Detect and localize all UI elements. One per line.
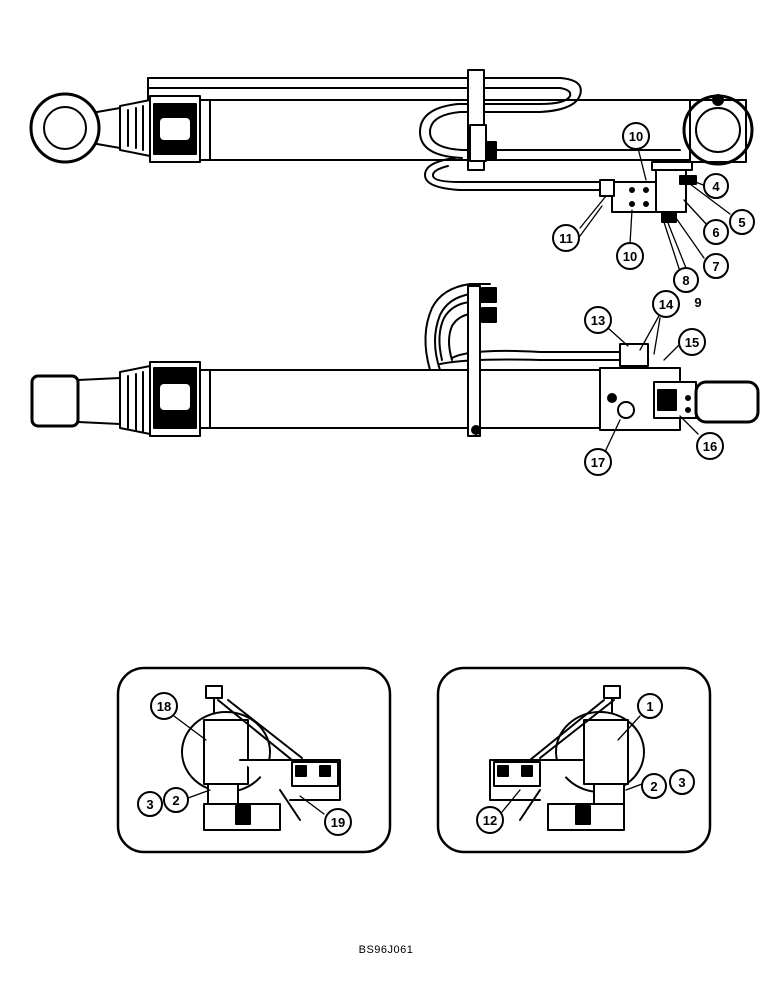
callout-3-left: 3 <box>137 791 163 817</box>
callout-7: 7 <box>703 253 729 279</box>
callout-9: 9 <box>687 291 709 313</box>
detail-view-left <box>116 666 392 854</box>
svg-text:3: 3 <box>146 797 153 812</box>
svg-text:18: 18 <box>157 699 171 714</box>
callout-13: 13 <box>584 306 612 334</box>
lower-cylinder-assembly <box>30 283 760 437</box>
callout-8: 8 <box>673 267 699 293</box>
detail-view-right <box>436 666 712 854</box>
callout-10-bottom: 10 <box>616 242 644 270</box>
callout-12: 12 <box>476 806 504 834</box>
callout-3-right: 3 <box>669 769 695 795</box>
callout-15: 15 <box>678 328 706 356</box>
svg-text:6: 6 <box>712 225 719 240</box>
callouts: 10 4 5 6 7 8 9 10 11 13 14 15 16 17 18 3… <box>137 122 755 836</box>
svg-text:4: 4 <box>712 179 720 194</box>
svg-text:5: 5 <box>738 215 745 230</box>
svg-text:9: 9 <box>694 295 701 310</box>
svg-text:16: 16 <box>703 439 717 454</box>
callout-2-right: 2 <box>641 773 667 799</box>
callout-19: 19 <box>324 808 352 836</box>
callout-16: 16 <box>696 432 724 460</box>
callout-11: 11 <box>552 224 580 252</box>
upper-cylinder-assembly <box>29 69 754 223</box>
svg-text:2: 2 <box>650 779 657 794</box>
callout-17: 17 <box>584 448 612 476</box>
callout-10-top: 10 <box>622 122 650 150</box>
svg-text:12: 12 <box>483 813 497 828</box>
svg-text:1: 1 <box>646 699 653 714</box>
svg-text:10: 10 <box>629 129 643 144</box>
svg-text:14: 14 <box>659 297 674 312</box>
figure-code: BS96J061 <box>358 944 414 956</box>
svg-text:8: 8 <box>682 273 689 288</box>
callout-1: 1 <box>637 693 663 719</box>
svg-text:17: 17 <box>591 455 605 470</box>
svg-text:2: 2 <box>172 793 179 808</box>
callout-18: 18 <box>150 692 178 720</box>
callout-14: 14 <box>652 290 680 318</box>
callout-2-left: 2 <box>163 787 189 813</box>
svg-text:3: 3 <box>678 775 685 790</box>
svg-text:15: 15 <box>685 335 699 350</box>
callout-6: 6 <box>703 219 729 245</box>
svg-text:13: 13 <box>591 313 605 328</box>
svg-text:7: 7 <box>712 259 719 274</box>
svg-text:19: 19 <box>331 815 345 830</box>
svg-text:11: 11 <box>559 231 573 246</box>
callout-5: 5 <box>729 209 755 235</box>
svg-text:10: 10 <box>623 249 637 264</box>
callout-4: 4 <box>703 173 729 199</box>
